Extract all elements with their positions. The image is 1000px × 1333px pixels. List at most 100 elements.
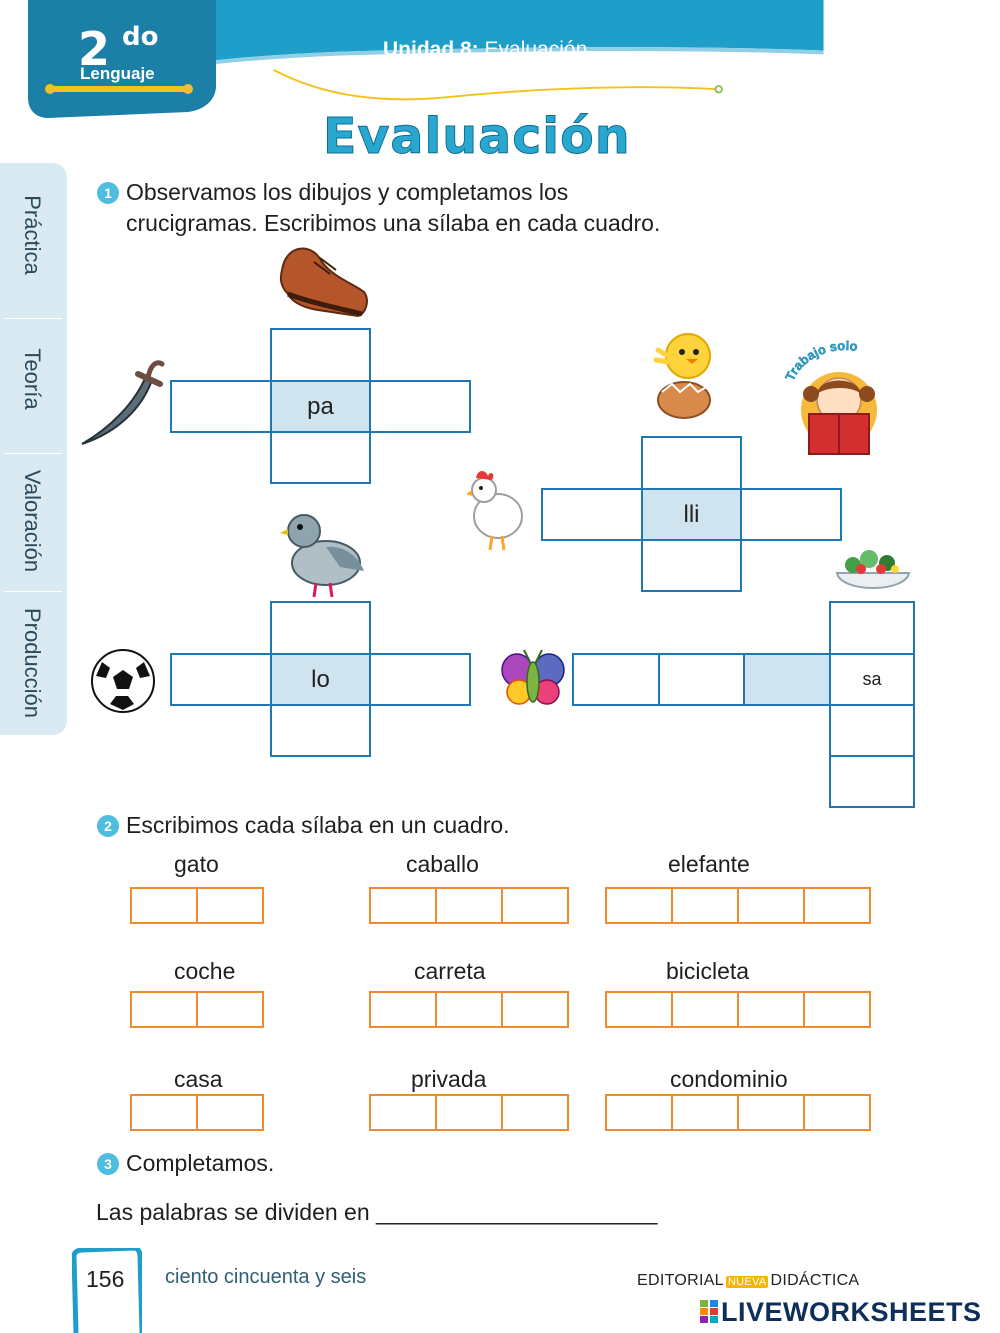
hen-icon <box>466 471 523 551</box>
syllable-box[interactable] <box>196 1094 264 1131</box>
crossword-cell[interactable] <box>572 653 660 706</box>
crossword-cell[interactable] <box>270 431 371 484</box>
syllable-boxes <box>130 887 264 924</box>
crossword-cell[interactable] <box>658 653 745 706</box>
word-label: elefante <box>668 851 750 877</box>
syllable-box[interactable] <box>435 1094 503 1131</box>
syllable-box[interactable] <box>737 991 805 1028</box>
sidebar-item-valoracion[interactable]: Valoración <box>20 469 45 573</box>
crossword-given-cell: lli <box>641 488 742 541</box>
syllable-boxes <box>369 991 569 1028</box>
crossword-given-cell: sa <box>829 653 915 706</box>
syllable-box[interactable] <box>130 1094 198 1131</box>
watermark-text: LIVEWORKSHEETS <box>721 1297 982 1327</box>
liveworksheets-logo[interactable]: LIVEWORKSHEETS <box>700 1297 982 1328</box>
syllable-boxes <box>605 1094 871 1131</box>
publisher-left: EDITORIAL <box>637 1272 724 1289</box>
sidebar-item-produccion[interactable]: Producción <box>20 607 45 719</box>
syllable-box[interactable] <box>605 991 673 1028</box>
grade-number: 2 <box>78 22 111 76</box>
word-label: gato <box>174 851 219 877</box>
butterfly-icon <box>501 649 565 705</box>
subject-label: Lenguaje <box>80 64 155 83</box>
pigeon-icon <box>280 514 364 598</box>
publisher-mid: NUEVA <box>725 1276 769 1288</box>
crossword-cell[interactable] <box>270 704 371 757</box>
syllable-box[interactable] <box>803 887 871 924</box>
word-label: privada <box>411 1066 487 1092</box>
syllable-box[interactable] <box>605 887 673 924</box>
crossword-cell[interactable] <box>829 755 915 808</box>
sidebar-item-practica[interactable]: Práctica <box>20 195 45 275</box>
word-label: condominio <box>670 1066 788 1092</box>
syllable-box[interactable] <box>671 1094 739 1131</box>
syllable-box[interactable] <box>196 991 264 1028</box>
syllable-box[interactable] <box>803 991 871 1028</box>
syllable-box[interactable] <box>737 1094 805 1131</box>
soccer-ball-icon <box>91 649 155 713</box>
page-number-frame <box>72 1248 142 1333</box>
liveworksheets-mark-icon <box>700 1300 718 1323</box>
shoe-icon <box>279 247 368 318</box>
crossword-cell[interactable] <box>270 328 371 382</box>
crossword-cell[interactable] <box>170 653 272 706</box>
page-number-words: ciento cincuenta y seis <box>165 1266 367 1288</box>
syllable-box[interactable] <box>369 991 437 1028</box>
crossword-cell[interactable] <box>270 601 371 655</box>
syllable-boxes <box>369 1094 569 1131</box>
word-label: caballo <box>406 851 479 877</box>
syllable-box[interactable] <box>501 887 569 924</box>
publisher-right: DIDÁCTICA <box>770 1272 860 1289</box>
syllable-box[interactable] <box>369 887 437 924</box>
crossword-given-cell: lo <box>270 653 371 706</box>
crossword-cell[interactable] <box>541 488 643 541</box>
syllable-box[interactable] <box>501 991 569 1028</box>
syllable-box[interactable] <box>369 1094 437 1131</box>
page-title: Evaluación <box>323 108 631 166</box>
page-number: 156 <box>86 1266 125 1292</box>
syllable-boxes <box>605 991 871 1028</box>
sword-icon <box>81 360 165 445</box>
exercise-3-number: 3 <box>97 1153 119 1175</box>
crossword-cell[interactable] <box>641 539 742 592</box>
exercise-3-instruction: Completamos. <box>126 1150 275 1176</box>
sidebar-item-teoria[interactable]: Teoría <box>20 348 45 410</box>
crossword-cell[interactable] <box>170 380 272 433</box>
syllable-box[interactable] <box>737 887 805 924</box>
syllable-box[interactable] <box>501 1094 569 1131</box>
syllable-boxes <box>130 1094 264 1131</box>
crossword-cell[interactable] <box>369 380 471 433</box>
exercise-2-instruction: Escribimos cada sílaba en un cuadro. <box>126 812 510 838</box>
crossword-cell[interactable] <box>740 488 842 541</box>
syllable-box[interactable] <box>605 1094 673 1131</box>
unit-title: Evaluación. <box>484 38 594 61</box>
crossword-cell[interactable] <box>829 704 915 757</box>
unit-heading: Unidad 8: Evaluación. <box>383 38 593 62</box>
syllable-box[interactable] <box>671 887 739 924</box>
exercise-2-number: 2 <box>97 815 119 837</box>
word-label: bicicleta <box>666 958 750 984</box>
syllable-box[interactable] <box>130 887 198 924</box>
salad-icon <box>835 550 911 589</box>
syllable-boxes <box>130 991 264 1028</box>
syllable-boxes <box>605 887 871 924</box>
crossword-cell[interactable] <box>743 653 831 706</box>
syllable-boxes <box>369 887 569 924</box>
syllable-box[interactable] <box>671 991 739 1028</box>
grade-badge <box>28 0 216 118</box>
word-label: carreta <box>414 958 486 984</box>
trabajo-solo-badge: Trabajo solo <box>783 338 877 455</box>
completion-sentence[interactable]: Las palabras se dividen en _____________… <box>96 1199 658 1225</box>
crossword-cell[interactable] <box>369 653 471 706</box>
instruction-line-2: crucigramas. Escribimos una sílaba en ca… <box>126 210 661 236</box>
crossword-given-cell: pa <box>270 380 371 433</box>
syllable-box[interactable] <box>196 887 264 924</box>
unit-label: Unidad 8: <box>383 38 479 61</box>
crossword-cell[interactable] <box>641 436 742 490</box>
syllable-box[interactable] <box>435 887 503 924</box>
syllable-box[interactable] <box>435 991 503 1028</box>
crossword-cell[interactable] <box>829 601 915 655</box>
syllable-box[interactable] <box>130 991 198 1028</box>
syllable-box[interactable] <box>803 1094 871 1131</box>
